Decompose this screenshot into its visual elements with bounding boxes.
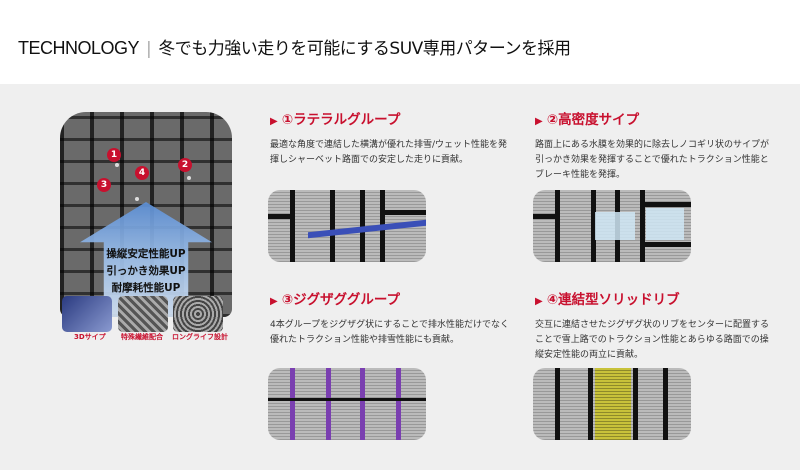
triangle-icon: ▶	[270, 116, 278, 127]
marker-3: 3	[97, 178, 111, 192]
card-text: 交互に連結させたジグザグ状のリブをセンターに配置することで雪上路でのトラクション…	[535, 320, 770, 360]
marker-4: 4	[135, 166, 149, 180]
card-title: ④連結型ソリッドリブ	[546, 292, 680, 308]
page-title: TECHNOLOGY|冬でも力強い走りを可能にするSUV専用パターンを採用	[18, 38, 571, 59]
feature-label: 3Dサイプ	[74, 333, 106, 341]
header-band	[0, 0, 800, 84]
feature-label: 特殊繊維配合	[121, 333, 163, 341]
high-density-sipe-tread-image	[533, 190, 691, 262]
marker-dot	[187, 176, 191, 180]
benefit-label: 耐摩耗性能UP	[111, 282, 181, 294]
marker-dot	[135, 197, 139, 201]
benefit-label: 引っかき効果UP	[106, 265, 186, 277]
card-title: ①ラテラルグループ	[281, 112, 401, 128]
triangle-icon: ▶	[270, 296, 278, 307]
triangle-icon: ▶	[535, 296, 543, 307]
marker-1: 1	[107, 148, 121, 162]
card-text: 路面上にある水膜を効果的に除去しノコギリ状のサイプが引っかき効果を発揮することで…	[535, 140, 770, 180]
solid-rib-tread-image	[533, 368, 691, 440]
marker-2: 2	[178, 158, 192, 172]
special-fiber-thumbnail	[118, 296, 168, 332]
marker-dot	[115, 163, 119, 167]
feature-card-high-density-sipe: ▶②高密度サイプ 路面上にある水膜を効果的に除去しノコギリ状のサイプが引っかき効…	[535, 108, 795, 183]
triangle-icon: ▶	[535, 116, 543, 127]
card-text: 4本グループをジグザグ状にすることで排水性能だけでなく優れたトラクション性能や排…	[270, 320, 510, 345]
feature-card-solid-rib: ▶④連結型ソリッドリブ 交互に連結させたジグザグ状のリブをセンターに配置すること…	[535, 288, 795, 363]
feature-label: ロングライフ設計	[172, 333, 228, 341]
card-title: ②高密度サイプ	[546, 112, 640, 128]
long-life-thumbnail	[173, 296, 223, 332]
lateral-groove-tread-image	[268, 190, 426, 262]
3d-sipe-thumbnail	[62, 296, 112, 332]
benefit-label: 操縦安定性能UP	[106, 248, 186, 260]
tyre-tread-image: 1 2 3 4 操縦安定性能UP 引っかき効果UP 耐摩耗性能UP	[60, 112, 232, 317]
feature-card-zigzag-groove: ▶③ジグザググループ 4本グループをジグザグ状にすることで排水性能だけでなく優れ…	[270, 288, 530, 348]
feature-card-lateral-groove: ▶①ラテラルグループ 最適な角度で連結した横溝が優れた排雪/ウェット性能を発揮し…	[270, 108, 530, 168]
card-text: 最適な角度で連結した横溝が優れた排雪/ウェット性能を発揮しシャーベット路面での安…	[270, 140, 508, 165]
card-title: ③ジグザググループ	[281, 292, 401, 308]
zigzag-groove-tread-image	[268, 368, 426, 440]
